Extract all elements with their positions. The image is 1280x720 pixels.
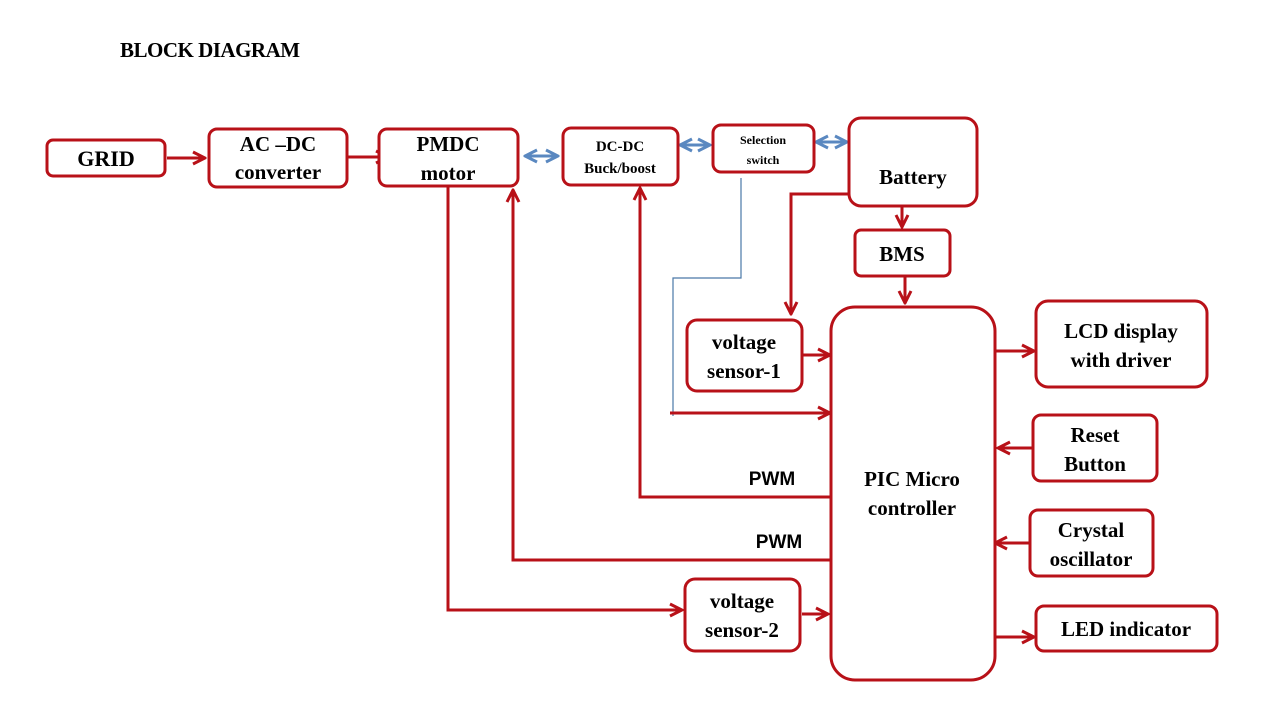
block-vs1-line2: sensor-1 (707, 359, 781, 383)
block-pmdc-motor: PMDC motor (377, 127, 520, 188)
block-vs1-line1: voltage (712, 330, 776, 354)
block-acdc-line1: AC –DC (240, 132, 316, 156)
block-lcd-line2: with driver (1071, 348, 1172, 372)
block-vs2-line1: voltage (710, 589, 774, 613)
block-pmdc-line2: motor (421, 161, 476, 185)
block-pic-line1: PIC Micro (864, 467, 960, 491)
block-lcd-line1: LCD display (1064, 319, 1178, 343)
block-crystal-line1: Crystal (1058, 518, 1125, 542)
block-selection-line1: Selection (740, 133, 786, 147)
block-vs2-line2: sensor-2 (705, 618, 779, 642)
block-voltage-sensor-2: voltage sensor-2 (683, 577, 802, 653)
block-pic-microcontroller: PIC Micro controller (829, 305, 997, 682)
block-acdc-converter: AC –DC converter (207, 127, 349, 189)
block-dcdc-buck-boost: DC-DC Buck/boost (561, 126, 680, 187)
block-bms-label: BMS (879, 242, 925, 266)
diagram-title: BLOCK DIAGRAM (120, 38, 300, 62)
block-pmdc-line1: PMDC (417, 132, 480, 156)
block-crystal-oscillator: Crystal oscillator (1028, 508, 1155, 578)
block-voltage-sensor-1: voltage sensor-1 (685, 318, 804, 393)
block-selection-line2: switch (747, 153, 780, 167)
block-dcdc-line1: DC-DC (596, 139, 644, 155)
block-led-indicator: LED indicator (1034, 604, 1219, 653)
block-grid: GRID (45, 138, 167, 178)
block-reset-line2: Button (1064, 452, 1126, 476)
block-bms: BMS (853, 228, 952, 278)
block-crystal-line2: oscillator (1050, 547, 1133, 571)
block-lcd-display: LCD display with driver (1034, 299, 1209, 389)
battery-to-vs1-wire (791, 192, 850, 314)
selection-switch-signal-line (672, 178, 742, 416)
block-battery-label: Battery (879, 165, 947, 189)
pwm-to-pmdc-wire (513, 190, 834, 562)
block-grid-label: GRID (77, 146, 134, 171)
block-dcdc-line2: Buck/boost (584, 161, 656, 177)
block-pic-line2: controller (868, 496, 956, 520)
pwm-to-dcdc-wire (640, 188, 832, 499)
pwm-label-dcdc: PWM (749, 469, 795, 490)
pmdc-to-vs2-wire (446, 187, 682, 610)
block-acdc-line2: converter (235, 160, 321, 184)
connections (167, 142, 1034, 637)
pwm-label-motor: PWM (756, 532, 802, 553)
block-reset-line1: Reset (1071, 423, 1120, 447)
block-selection-switch: Selection switch (711, 123, 816, 174)
block-led-label: LED indicator (1061, 617, 1191, 641)
block-battery: Battery (847, 116, 979, 208)
block-reset-button: Reset Button (1031, 413, 1159, 483)
